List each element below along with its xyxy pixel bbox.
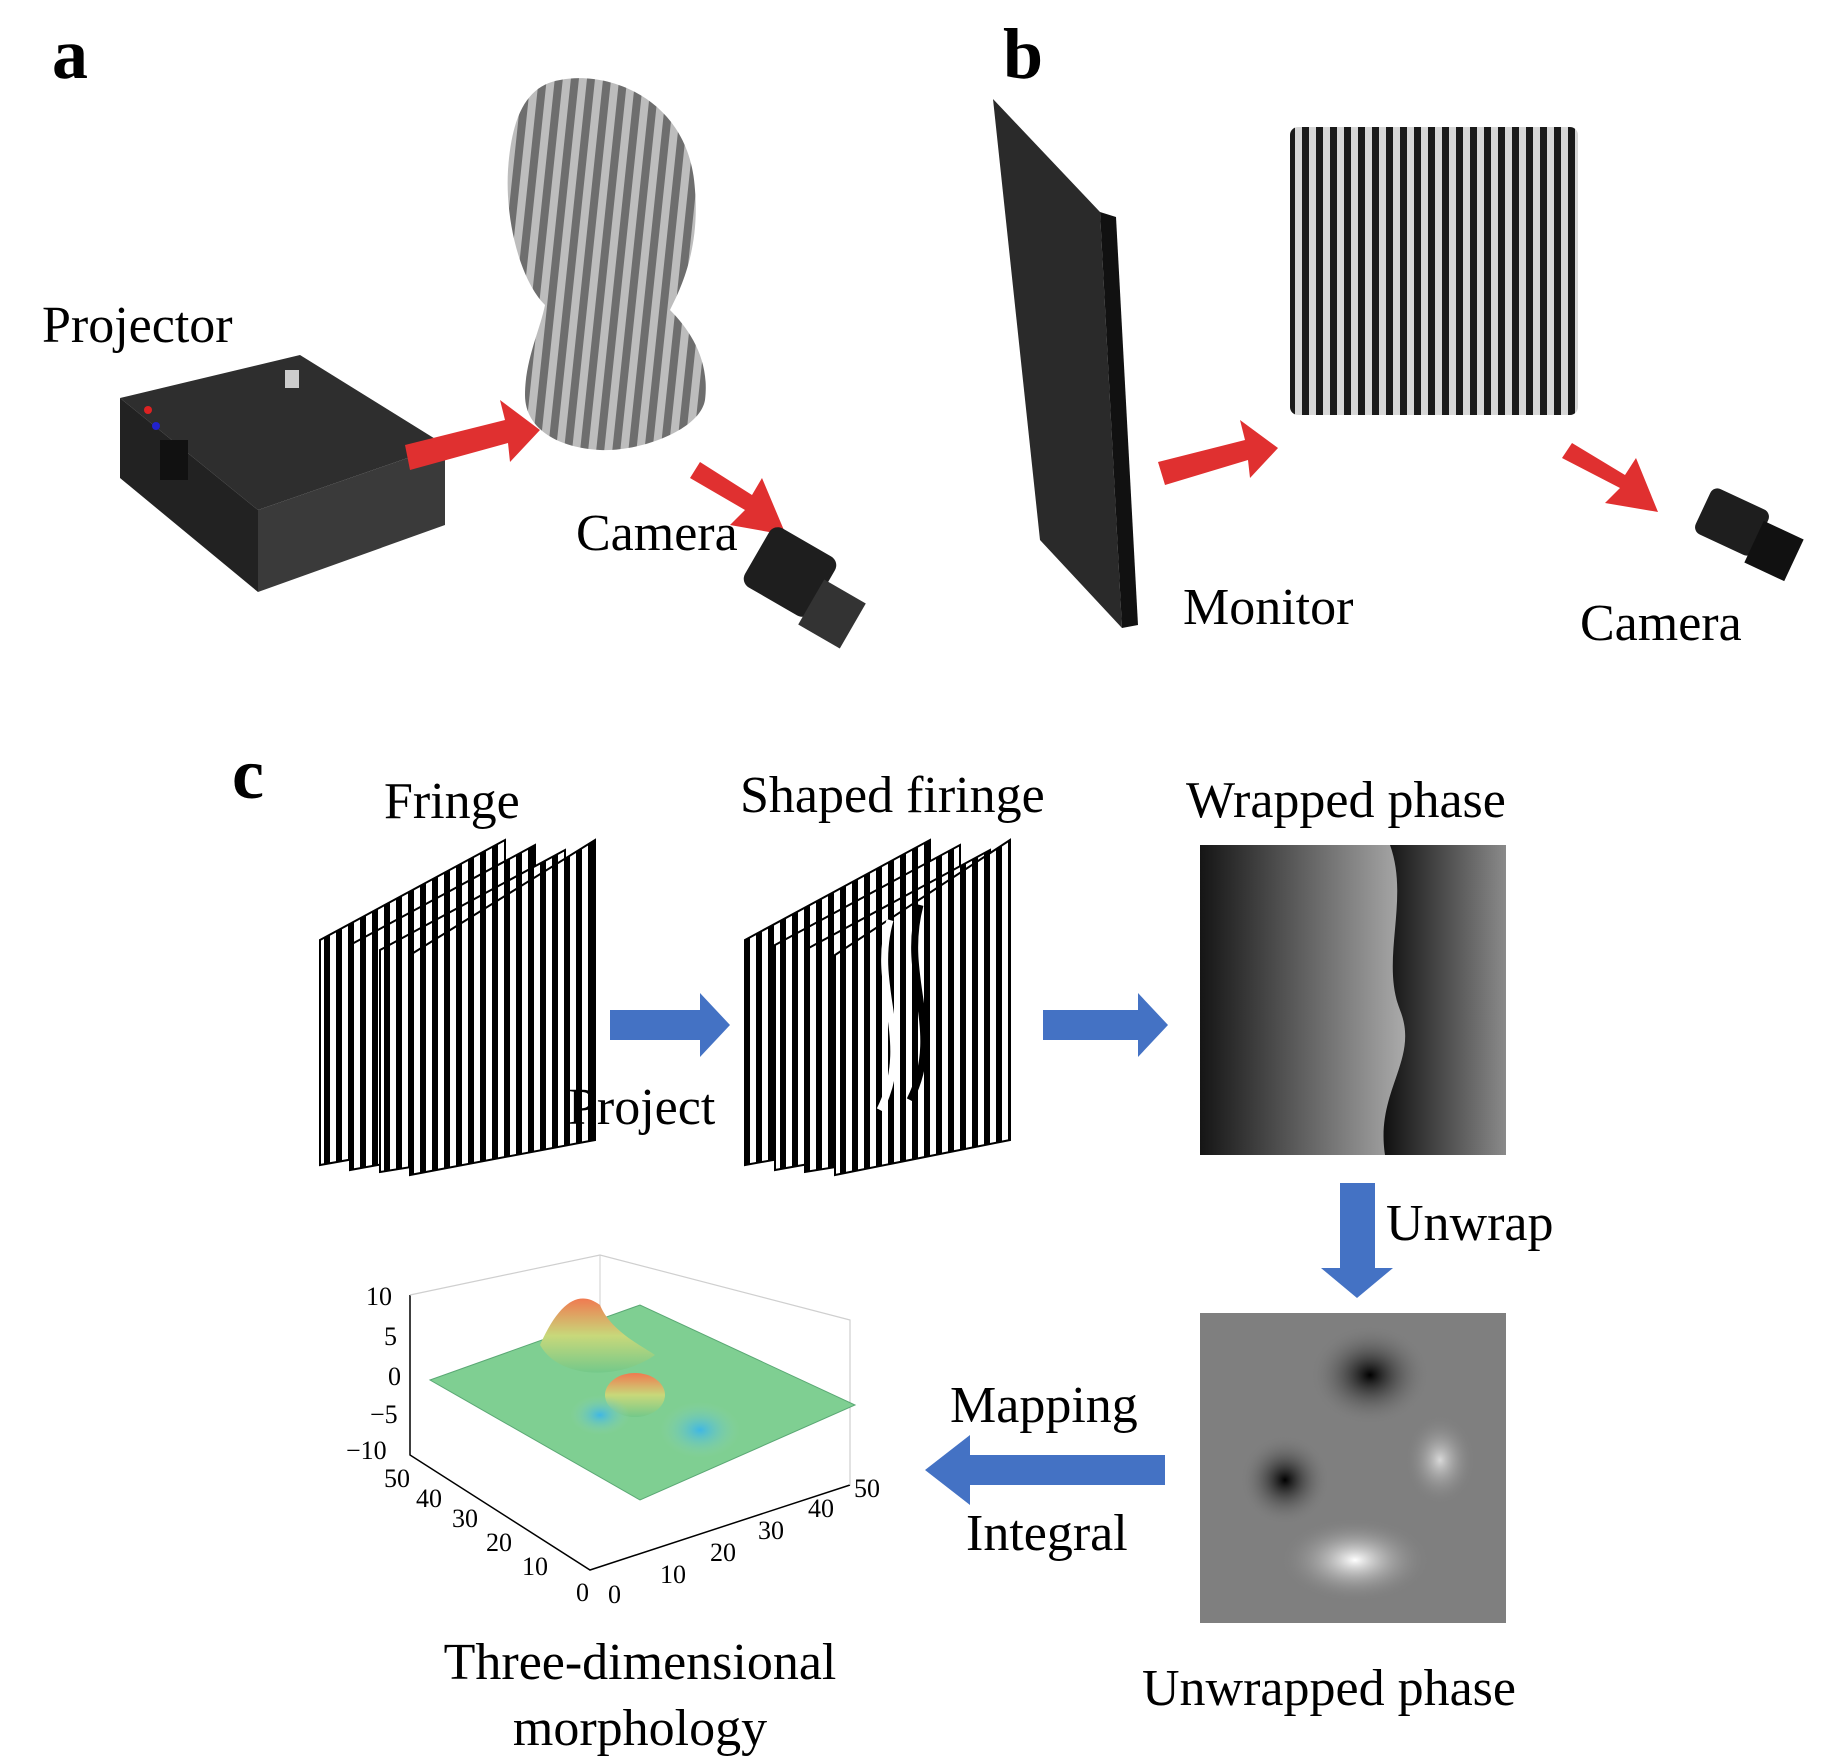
camera-a-device (743, 527, 866, 649)
z-tick: 5 (384, 1322, 397, 1351)
z-tick: 0 (388, 1362, 401, 1391)
arrow-head-to-camera-a (690, 462, 786, 535)
unwrapped-phase-image (1200, 1313, 1506, 1623)
head-sculpture (507, 78, 706, 451)
arrow-to-wrapped (1043, 993, 1168, 1057)
arrow-mapping (925, 1435, 1165, 1505)
x-tick: 0 (608, 1580, 621, 1609)
projector-device (120, 355, 445, 592)
y-tick: 40 (416, 1484, 442, 1513)
panel-b-letter: b (1003, 14, 1044, 94)
x-tick: 40 (808, 1494, 834, 1523)
arrow-projector-to-head (405, 400, 540, 470)
wrapped-phase-image (1200, 845, 1506, 1155)
x-tick: 30 (758, 1516, 784, 1545)
monitor-label: Monitor (1183, 579, 1354, 636)
fringe-stack (319, 838, 596, 1177)
arrow-screen-to-camera-b (1562, 443, 1658, 512)
camera-b-device (1695, 488, 1804, 582)
arrow-project (610, 993, 730, 1057)
panel-a-letter: a (52, 14, 88, 94)
y-tick: 50 (384, 1464, 410, 1493)
y-tick: 10 (522, 1552, 548, 1581)
z-tick: −10 (346, 1436, 387, 1465)
z-tick: −5 (370, 1400, 398, 1429)
project-label: Project (568, 1079, 716, 1136)
mapping-label: Mapping (950, 1377, 1138, 1434)
x-tick: 50 (854, 1474, 880, 1503)
morphology-3d-plot (409, 1254, 857, 1571)
y-tick: 20 (486, 1528, 512, 1557)
x-tick: 10 (660, 1560, 686, 1589)
y-tick: 0 (576, 1578, 589, 1607)
fringe-screen (1290, 127, 1578, 415)
projector-label: Projector (42, 297, 233, 354)
morphology-label-line1: Three-dimensional (443, 1634, 837, 1691)
camera-a-label: Camera (576, 505, 738, 562)
integral-label: Integral (966, 1505, 1128, 1562)
morphology-label-line2: morphology (512, 1700, 768, 1757)
shaped-fringe-label: Shaped firinge (740, 767, 1045, 824)
monitor-device (993, 99, 1138, 628)
wrapped-phase-label: Wrapped phase (1186, 772, 1506, 829)
fringe-label: Fringe (384, 773, 520, 830)
unwrap-label: Unwrap (1386, 1195, 1554, 1252)
panel-c-letter: c (232, 734, 264, 814)
unwrapped-phase-label: Unwrapped phase (1142, 1660, 1516, 1717)
y-tick: 30 (452, 1504, 478, 1533)
shaped-fringe-stack (744, 838, 1011, 1177)
z-tick: 10 (366, 1282, 392, 1311)
x-tick: 20 (710, 1538, 736, 1567)
camera-b-label: Camera (1580, 595, 1742, 652)
arrow-monitor-to-screen (1158, 420, 1278, 485)
arrow-unwrap (1321, 1183, 1393, 1298)
